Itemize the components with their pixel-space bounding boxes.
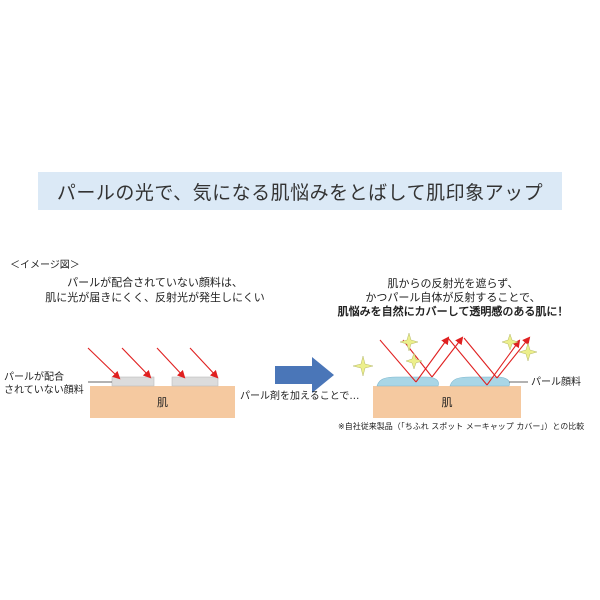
arrow-caption: パール剤を加えることで… <box>240 391 360 402</box>
sparkle-icon <box>399 332 419 352</box>
pearl-particle <box>376 376 439 387</box>
sparkle-icon <box>352 355 374 377</box>
left-skin-label: 肌 <box>157 396 168 409</box>
left-skin-block <box>90 386 235 418</box>
right-skin-block <box>373 386 521 418</box>
pearl-pigment-label: パール顔料 <box>531 377 581 388</box>
right-reflected-ray <box>496 336 531 379</box>
image-label: ＜イメージ図＞ <box>10 260 80 271</box>
right-reflected-ray <box>431 336 464 378</box>
left-caption-line-1: パールが配合されていない顔料は、 <box>67 276 243 289</box>
left-pigment-label-line-1: パールが配合 <box>4 372 64 383</box>
headline-banner: パールの光で、気になる肌悩みをとばして肌印象アップ <box>38 172 562 210</box>
left-light-ray <box>87 347 121 380</box>
right-caption-line-1: 肌からの反射光を遮らず、 <box>387 277 519 290</box>
left-pigment-label: パールが配合 されていない顔料 <box>4 371 84 397</box>
right-caption-line-2: かつパール自体が反射することで、 <box>365 291 541 304</box>
right-incident-ray <box>447 337 488 386</box>
left-pigment-label-line-2: されていない顔料 <box>4 385 84 396</box>
pearl-particle <box>449 376 510 387</box>
right-incident-ray <box>379 339 417 383</box>
comparison-note: ※自社従来製品（「ちふれ スポット メーキャップ カバー」）との比較 <box>338 422 585 431</box>
sparkle-icon <box>518 342 538 362</box>
right-incident-ray <box>463 337 498 379</box>
left-light-ray <box>121 347 152 379</box>
transition-arrow-icon <box>275 357 334 393</box>
right-emphasis: 肌悩みを自然にカバーして透明感のある肌に！ <box>337 305 569 318</box>
left-light-ray <box>156 347 186 379</box>
left-caption-line-2: 肌に光が届きにくく、反射光が発生しにくい <box>45 291 265 304</box>
left-light-ray <box>189 347 219 379</box>
left-pigment-particle <box>171 376 219 387</box>
sparkle-icon <box>501 333 519 351</box>
right-caption: 肌からの反射光を遮らず、 かつパール自体が反射することで、 肌悩みを自然にカバー… <box>318 277 588 319</box>
right-reflected-ray <box>486 339 521 386</box>
left-pigment-particle <box>111 376 155 387</box>
right-reflected-ray <box>415 336 450 383</box>
sparkle-icon <box>405 352 423 370</box>
left-caption: パールが配合されていない顔料は、 肌に光が届きにくく、反射光が発生しにくい <box>20 275 290 305</box>
headline-text: パールの光で、気になる肌悩みをとばして肌印象アップ <box>56 181 544 204</box>
right-skin-label: 肌 <box>441 396 453 409</box>
